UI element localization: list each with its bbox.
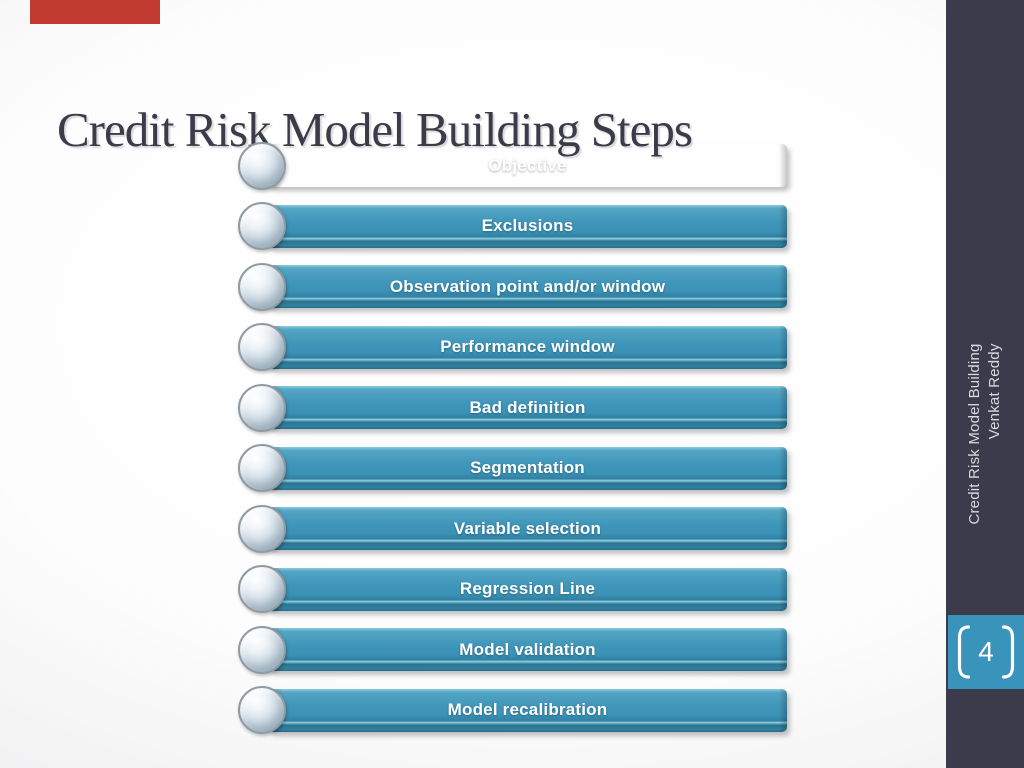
step-circle-icon [238,686,286,734]
step-bar: Exclusions [268,204,787,248]
left-bracket-icon [958,625,971,679]
sidebar-vertical-text: Credit Risk Model Building Venkat Reddy [965,343,1005,524]
steps-list: Objective Exclusions Observation point a… [238,141,787,749]
process-step: Performance window [238,323,787,371]
step-bar: Variable selection [268,507,787,550]
process-step: Observation point and/or window [238,262,787,311]
step-circle-icon [238,141,286,190]
step-label: Variable selection [453,518,602,538]
process-step: Model recalibration [238,686,787,734]
process-step: Segmentation [238,444,787,492]
process-step: Objective [238,141,787,190]
step-label: Model recalibration [447,700,608,719]
step-circle-icon [238,444,286,492]
step-label: Segmentation [470,458,585,477]
step-circle-icon [238,383,286,432]
step-label: Model validation [459,639,596,659]
right-bracket-icon [1001,625,1014,679]
step-label: Observation point and/or window [389,276,666,296]
page-number-badge: 4 [948,615,1024,689]
accent-tab [30,0,160,24]
step-bar: Bad definition [268,386,787,429]
sidebar-deck-title: Credit Risk Model Building [966,343,983,525]
step-circle-icon [238,565,286,613]
sidebar: Credit Risk Model Building Venkat Reddy … [946,0,1024,768]
process-step: Model validation [238,625,787,674]
step-circle-icon [238,262,286,311]
step-label: Regression Line [459,579,596,598]
process-step: Regression Line [238,565,787,613]
step-bar: Model recalibration [268,688,787,732]
step-circle-icon [238,323,286,371]
step-bar: Model validation [268,628,787,671]
step-circle-icon [238,202,286,250]
step-circle-icon [238,504,286,553]
step-bar: Segmentation [268,446,787,490]
step-circle-icon [238,625,286,674]
step-bar: Observation point and/or window [268,265,787,308]
page-title: Credit Risk Model Building Steps [57,101,693,157]
step-label: Bad definition [469,397,586,417]
process-step: Variable selection [238,504,787,553]
step-bar: Regression Line [268,567,787,611]
process-step: Bad definition [238,383,787,432]
step-label: Objective [488,155,567,175]
sidebar-author: Venkat Reddy [986,343,1003,440]
step-label: Exclusions [481,216,574,235]
step-bar: Performance window [268,325,787,369]
step-bar: Objective [268,144,787,187]
process-step: Exclusions [238,202,787,250]
step-label: Performance window [440,337,615,356]
page-number: 4 [978,636,994,667]
